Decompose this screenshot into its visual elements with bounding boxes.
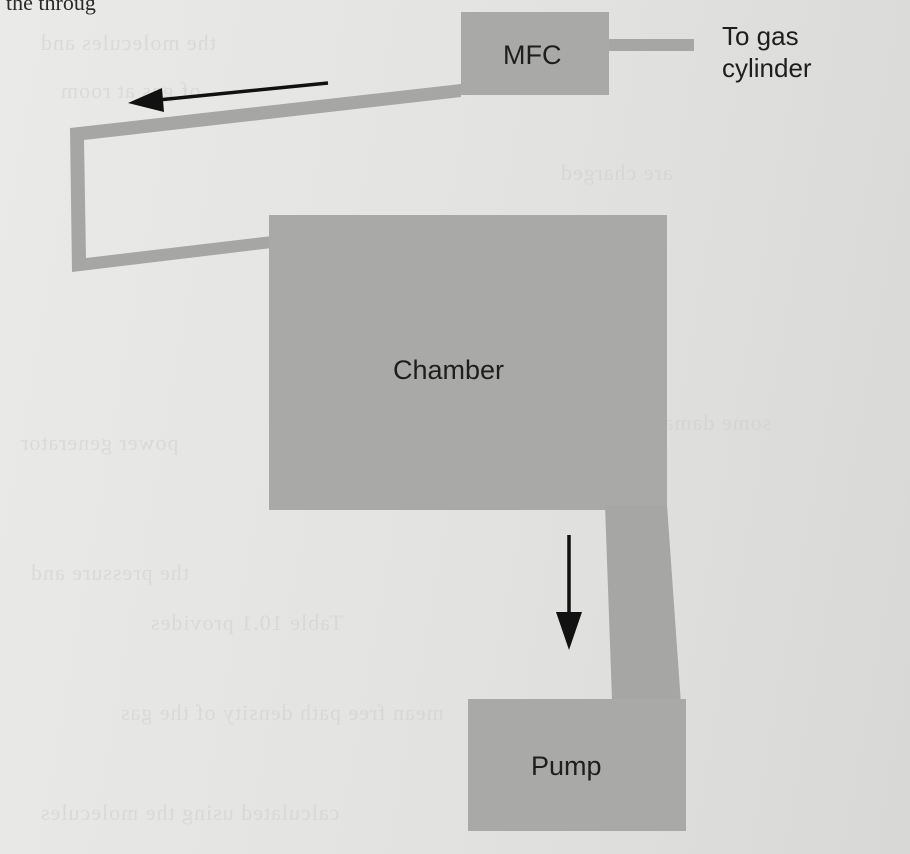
pump-box bbox=[468, 699, 686, 831]
flow-arrow-left-head bbox=[128, 88, 164, 112]
mfc-label: MFC bbox=[503, 40, 562, 70]
chamber-box bbox=[269, 215, 667, 510]
gas-inlet-line bbox=[606, 39, 694, 51]
flow-arrow-left bbox=[157, 81, 329, 102]
gas-source-line1: To gas bbox=[722, 21, 799, 51]
mfc-box bbox=[461, 12, 609, 95]
chamber-label: Chamber bbox=[393, 355, 505, 385]
clipped-text-fragment: the throug bbox=[6, 0, 96, 15]
exhaust-tube bbox=[605, 505, 682, 718]
flow-arrow-down-head bbox=[556, 612, 582, 650]
gas-source-line2: cylinder bbox=[722, 53, 812, 83]
pump-label: Pump bbox=[531, 751, 602, 781]
gas-source-label: To gas cylinder bbox=[722, 20, 812, 84]
